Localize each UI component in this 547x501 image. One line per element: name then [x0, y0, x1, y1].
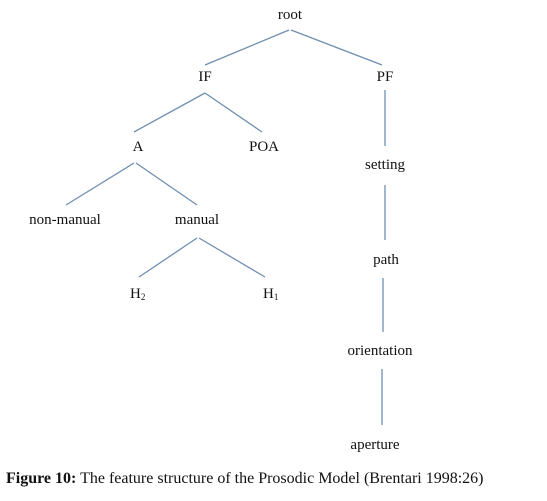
node-poa: POA — [249, 139, 279, 155]
node-h1-subscript: 1 — [274, 292, 279, 302]
node-h1: H1 — [263, 286, 278, 302]
node-non-manual: non-manual — [29, 212, 101, 228]
node-a: A — [133, 139, 144, 155]
edge-a-nonmanual — [65, 162, 135, 206]
edge-if-poa — [204, 92, 263, 133]
node-aperture: aperture — [350, 437, 399, 453]
node-h2: H2 — [130, 286, 145, 302]
figure-caption-label: Figure 10: — [6, 470, 77, 487]
edge-if-a — [133, 92, 206, 133]
figure-caption: Figure 10: The feature structure of the … — [6, 470, 484, 488]
node-h1-base: H — [263, 286, 274, 302]
node-h2-base: H — [130, 286, 141, 302]
edge-manual-h2 — [138, 237, 198, 278]
node-orientation: orientation — [348, 343, 413, 359]
node-manual: manual — [175, 212, 219, 228]
node-if: IF — [198, 69, 211, 85]
node-h2-subscript: 2 — [141, 292, 146, 302]
edge-root-pf — [290, 29, 383, 66]
node-setting: setting — [365, 157, 405, 173]
node-path: path — [373, 252, 399, 268]
node-pf: PF — [377, 69, 394, 85]
figure-caption-text: The feature structure of the Prosodic Mo… — [76, 470, 484, 487]
edge-a-manual — [135, 162, 198, 206]
edge-manual-h1 — [198, 237, 266, 278]
edge-root-if — [204, 29, 290, 66]
node-root: root — [278, 7, 303, 23]
